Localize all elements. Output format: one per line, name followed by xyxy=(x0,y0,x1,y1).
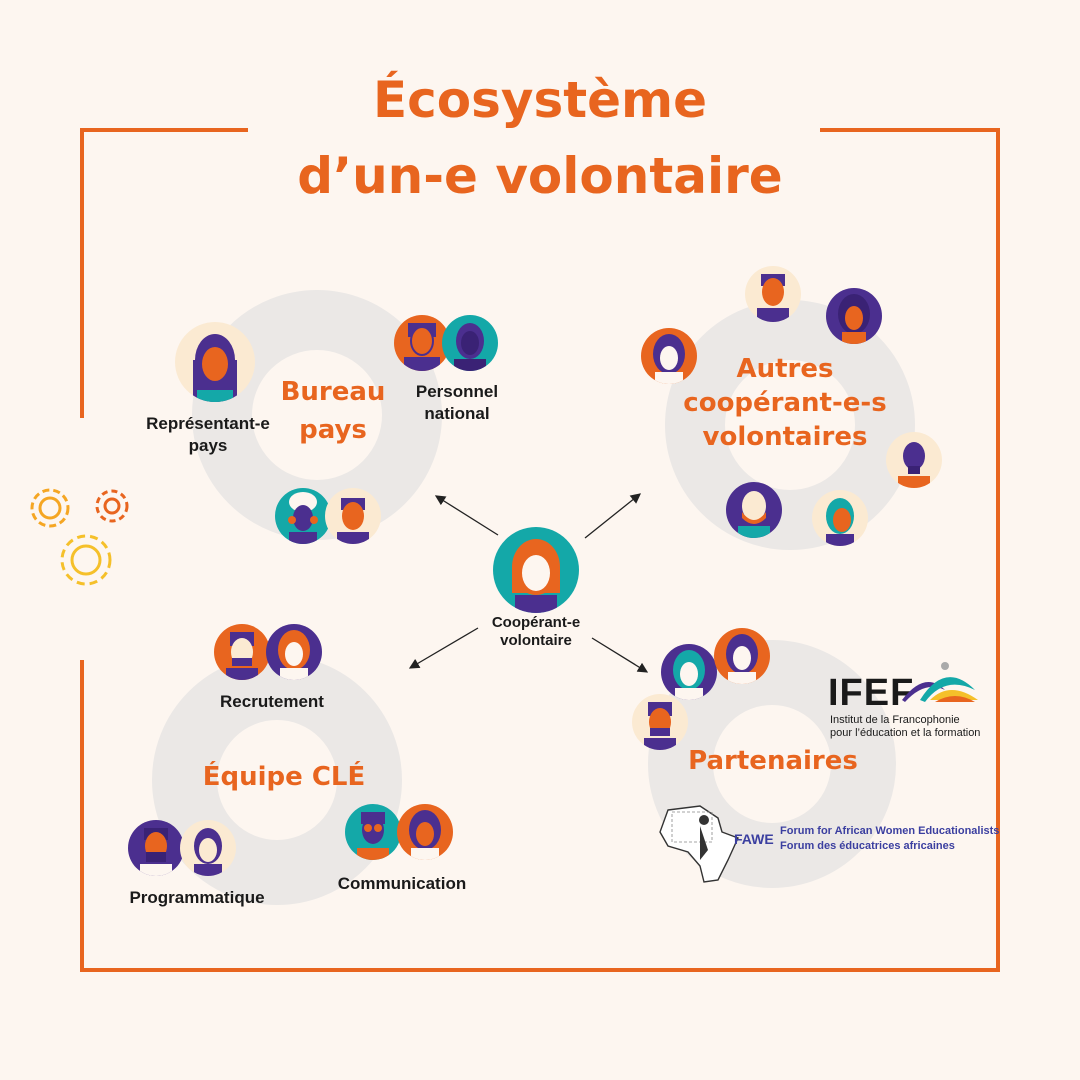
avatar-recrutement-2 xyxy=(266,624,322,680)
avatar-bureau-4 xyxy=(325,488,381,544)
avatar-autres-3 xyxy=(641,328,697,384)
cluster-title-bureau-2: pays xyxy=(299,415,367,445)
avatar-bureau-3 xyxy=(275,488,331,544)
ifef-subtitle-1: Institut de la Francophonie xyxy=(830,714,960,726)
role-representant-1: Représentant-e xyxy=(146,414,270,433)
fawe-subtitle-1: Forum for African Women Educationalists xyxy=(780,825,1000,837)
fawe-logo-name: FAWE xyxy=(734,831,774,847)
frame-right xyxy=(996,128,1000,972)
role-representant-2: pays xyxy=(188,436,228,455)
frame-top-left xyxy=(80,128,248,132)
role-personnel-1: Personnel xyxy=(415,382,499,401)
page-title-line1: Écosystème xyxy=(372,71,708,129)
avatar-partenaires-1 xyxy=(661,644,717,700)
avatar-center xyxy=(493,527,579,613)
frame-left-lower xyxy=(80,660,84,972)
cluster-title-autres-1: Autres xyxy=(736,354,834,384)
avatar-representant xyxy=(175,322,255,402)
avatar-communication-2 xyxy=(397,804,453,860)
avatar-communication-1 xyxy=(345,804,401,860)
cluster-title-bureau-1: Bureau xyxy=(280,377,386,407)
avatar-partenaires-2 xyxy=(714,628,770,684)
avatar-programmatique-2 xyxy=(180,820,236,876)
role-recrutement: Recrutement xyxy=(220,692,324,711)
avatar-autres-1 xyxy=(745,266,801,322)
avatar-autres-4 xyxy=(886,432,942,488)
ifef-subtitle-2: pour l’éducation et la formation xyxy=(830,727,981,739)
cluster-title-autres-2: coopérant-e-s xyxy=(683,388,887,418)
frame-bottom xyxy=(80,968,1000,972)
avatar-partenaires-3 xyxy=(632,694,688,750)
center-label-1: Coopérant-e xyxy=(491,614,581,631)
frame-left-upper xyxy=(80,128,84,418)
avatar-personnel-2 xyxy=(442,315,498,371)
center-label-2: volontaire xyxy=(500,632,572,649)
role-personnel-2: national xyxy=(424,404,490,423)
page-title-line2: d’un-e volontaire xyxy=(297,147,783,205)
avatar-autres-6 xyxy=(812,490,868,546)
cluster-title-equipe: Équipe CLÉ xyxy=(202,762,366,792)
avatar-autres-5 xyxy=(726,482,782,538)
avatar-programmatique-1 xyxy=(128,820,184,876)
avatar-personnel-1 xyxy=(394,315,450,371)
role-communication: Communication xyxy=(337,874,467,893)
avatar-autres-2 xyxy=(826,288,882,344)
avatar-recrutement-1 xyxy=(214,624,270,680)
cluster-title-partenaires: Partenaires xyxy=(688,746,858,776)
cluster-title-autres-3: volontaires xyxy=(702,422,868,452)
role-programmatique: Programmatique xyxy=(129,888,265,907)
ifef-logo-name: IFEF xyxy=(828,672,915,714)
fawe-subtitle-2: Forum des éducatrices africaines xyxy=(780,840,955,852)
frame-top-right xyxy=(820,128,1000,132)
